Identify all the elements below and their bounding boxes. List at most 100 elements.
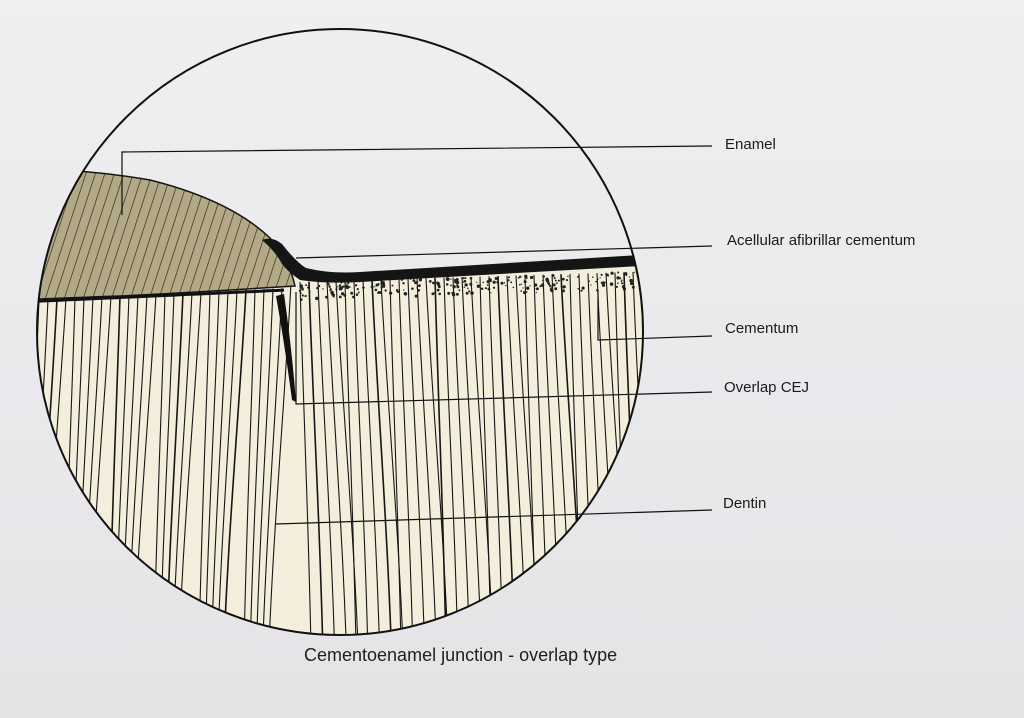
cementum-granule [623,287,626,290]
overlap-cej-label: Overlap CEJ [724,379,810,396]
dentin-tubule [197,291,211,635]
cementum-granule [549,284,552,288]
dentin-tubule [86,295,112,635]
cementum-granule [403,289,405,291]
cementum-granule [469,282,473,286]
cementum-granule [609,282,614,286]
cementum-granule [438,292,441,296]
cementum-granule [561,277,565,281]
cementum-granule [431,292,435,296]
cementum-granule [525,291,528,293]
cementum-granule [524,274,528,278]
cementum-granule [461,277,463,280]
cementum-granule [455,277,459,282]
cementum-granule [484,287,487,290]
cementum-granule [517,277,520,279]
cementum-granule [447,291,451,295]
cementum-granule [486,284,489,286]
cementum-granule [522,290,527,295]
cementum-granule [542,279,544,282]
dentin-tubule [80,296,103,635]
cementum-granule [617,271,620,274]
cementum-granule [488,277,492,282]
dentin-tubule [479,276,493,635]
cementum-granule [552,275,555,278]
dentin-tubule [506,275,529,635]
cementum-granule [621,282,624,285]
cementum-granule [519,275,522,278]
cementum-granule [476,281,478,284]
dentin-tubule [380,279,406,635]
cementum-granule [464,277,467,279]
dentin-tubule [326,281,349,635]
cementum-granule [560,285,563,288]
cementum-granule [299,284,303,288]
cementum-granule [480,287,484,290]
dentin-tubule [443,277,460,635]
cementum-granule [345,284,349,288]
cementum-granule [437,283,441,287]
cementum-granule [330,289,332,291]
cementum-granule [540,283,545,288]
cementum-granule [465,283,468,287]
cementum-granule [328,284,330,286]
cementum-granule [345,283,347,285]
dentin-tubule [651,272,675,701]
figure-caption: Cementoenamel junction - overlap type [304,645,618,665]
cementum-granule [482,281,485,284]
dentin-tubules [37,271,675,701]
cementum-granule [535,287,539,291]
cementum-granule [592,276,594,278]
cementum-granule [567,275,569,278]
cementum-granule [307,286,310,289]
cementum-granule [377,292,379,294]
cementum-granule [456,285,460,289]
cementum-granule [428,280,432,283]
cementum-granule [534,283,538,287]
cementum-granule [520,283,523,285]
cementum-granule [534,288,536,290]
dentin-tubule [74,296,94,635]
cementum-granule [550,289,554,293]
cementum-granule [455,292,459,296]
dentin-tubule [353,280,370,635]
cementum-granule [600,281,604,285]
cementum-granule [379,291,382,294]
microscope-field-outline [36,28,644,636]
cementum-granule [418,284,421,288]
cementum-granule [601,283,606,287]
dentin-tubule [587,273,607,635]
cementum-granule [496,280,500,284]
cementum-granule [343,294,347,297]
cementum-label: Cementum [725,320,799,337]
cementum-granule [463,279,467,283]
cementum-granule [436,288,440,292]
cementum-granule [381,283,386,287]
cementum-granule [494,277,498,280]
cementum-granule [554,287,558,291]
cementum-granule [503,282,506,284]
cementum-granule [465,291,469,295]
cementum-granule [487,287,491,291]
cementum-granule [370,285,374,289]
cementum-granule [631,285,635,289]
cementum-granule [500,281,504,285]
dentin-leader-line [275,509,713,525]
cementum-granule [307,284,310,287]
cementum-granule [374,286,376,288]
dentin-tubule [131,293,157,635]
dentin-tubule [569,273,583,635]
cementum-granule [625,274,628,277]
dentin-tubule [335,280,361,635]
cementum-granule [298,289,302,292]
cementum-granule [599,277,601,279]
cementum-granule [342,285,345,288]
dentin-tubule [203,290,220,635]
dentin-tubule [344,280,358,635]
cementum-granule [507,279,510,282]
dentin-tubule [158,293,175,635]
cementum-granule [380,281,383,284]
cementum-granule [299,298,303,301]
dentin-tubule [248,288,265,635]
